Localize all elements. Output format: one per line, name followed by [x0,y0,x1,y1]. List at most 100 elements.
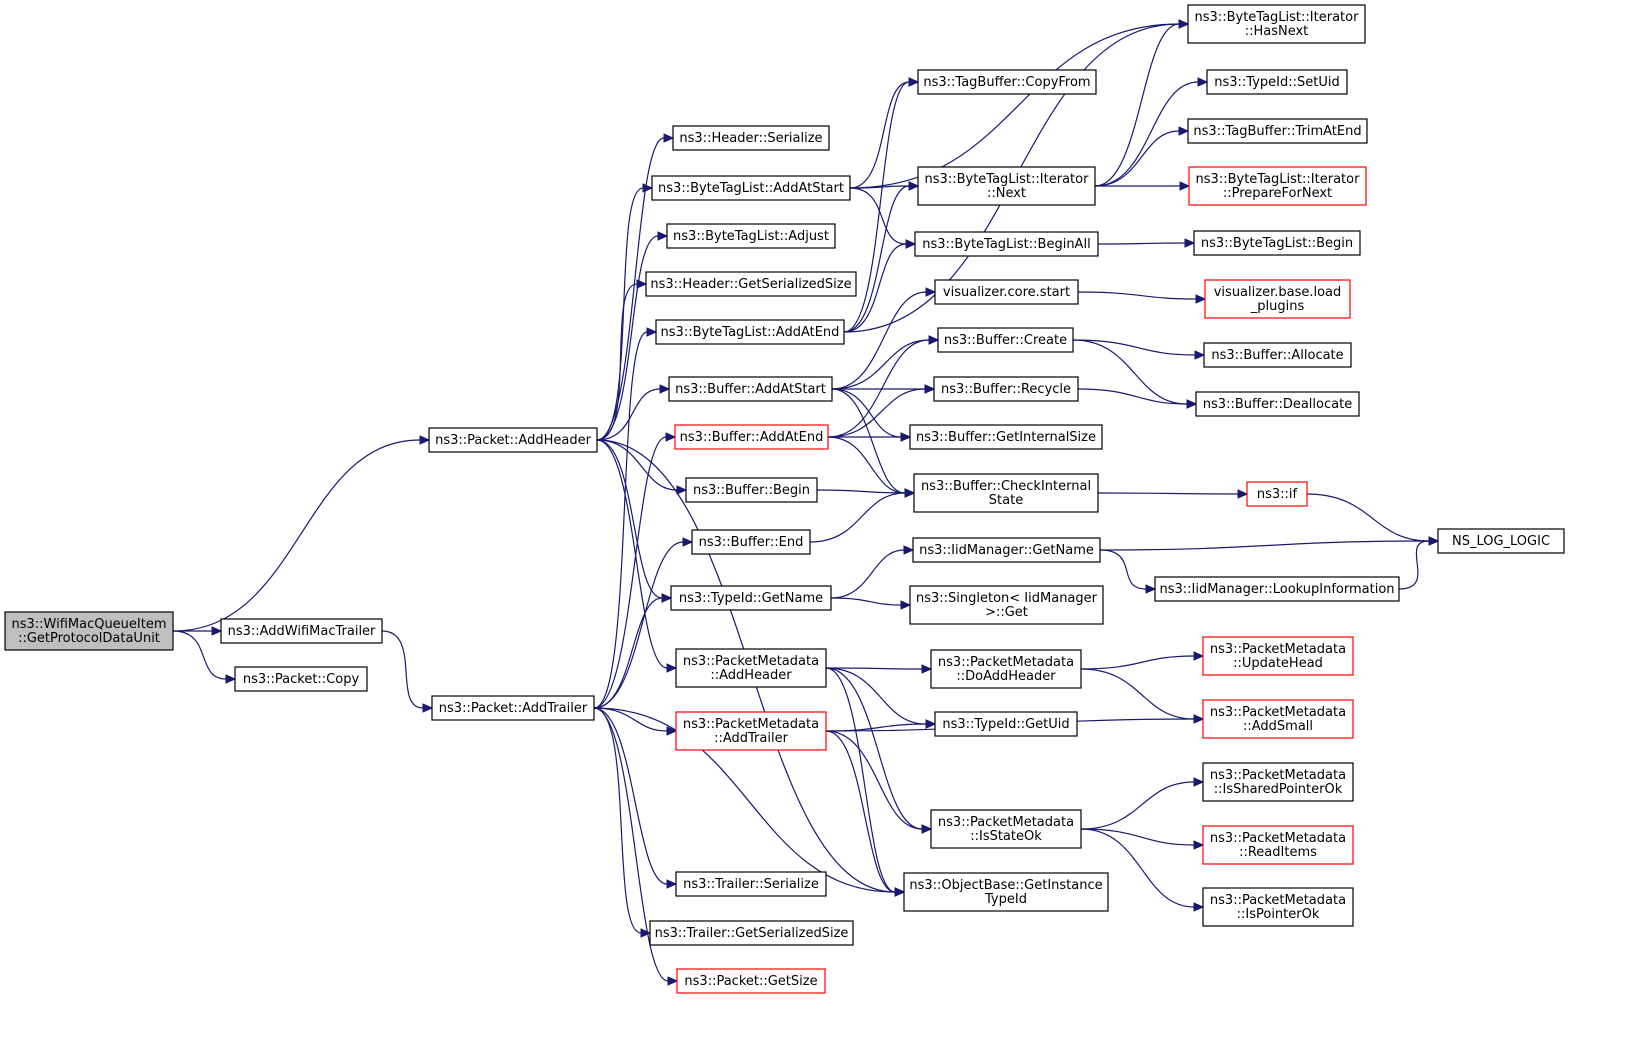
call-edge-pmaddheader-to-tidgetuid [825,667,937,729]
node-trser[interactable]: ns3::Trailer::Serialize [675,871,827,897]
node-box [1204,279,1351,319]
call-edge-paddtrailer-to-tidgetname [593,593,673,709]
arrowhead [657,231,669,241]
call-edge-paddheader-to-bufbegin [596,439,688,495]
node-btiprep[interactable]: ns3::ByteTagList::Iterator::PrepareForNe… [1188,166,1367,206]
node-label: ::UpdateHead [1233,656,1323,671]
node-tidgetuid[interactable]: ns3::TypeId::GetUid [934,711,1078,737]
node-bufend[interactable]: ns3::Buffer::End [691,529,811,555]
arrowhead [925,719,937,729]
node-pcopy[interactable]: ns3::Packet::Copy [234,666,368,692]
node-nslog[interactable]: NS_LOG_LOGIC [1437,528,1565,554]
node-pmaddheader[interactable]: ns3::PacketMetadata::AddHeader [675,648,827,688]
node-tidgetname[interactable]: ns3::TypeId::GetName [670,585,832,611]
call-edge-pmaddheader-to-pmdoadd [825,664,933,674]
call-edge-btaddend-to-btinext [843,181,920,333]
node-label: ns3::ByteTagList::Iterator [1195,10,1360,25]
node-box [1246,481,1308,507]
node-label: ns3::ByteTagList::Adjust [673,229,829,244]
node-box [917,166,1096,206]
node-tidsetuid[interactable]: ns3::TypeId::SetUid [1206,69,1348,95]
node-box [672,125,830,151]
arrowhead [419,435,431,445]
call-edge-root-to-pcopy [172,630,237,684]
call-edge-bufrecycle-to-bufdealloc [1077,388,1198,409]
node-box [234,666,368,692]
node-trgss[interactable]: ns3::Trailer::GetSerializedSize [649,920,854,946]
call-edge-pmaddheader-to-pmisstate [825,667,933,834]
node-iidgetname[interactable]: ns3::IidManager::GetName [912,537,1101,563]
node-box [675,648,827,688]
node-bufrecycle[interactable]: ns3::Buffer::Recycle [933,376,1079,402]
node-bufaddend[interactable]: ns3::Buffer::AddAtEnd [674,424,829,450]
node-box [1203,342,1352,368]
node-box [655,319,845,345]
node-box [1437,528,1565,554]
node-btinext[interactable]: ns3::ByteTagList::Iterator::Next [917,166,1096,206]
node-label: _plugins [1250,299,1305,314]
node-label: ::IsPointerOk [1237,907,1320,922]
node-label: ns3::PacketMetadata [1210,831,1346,846]
node-label: ns3::Header::GetSerializedSize [650,277,851,292]
node-pmread[interactable]: ns3::PacketMetadata::ReadItems [1202,825,1354,865]
node-btbegin[interactable]: ns3::ByteTagList::Begin [1193,230,1361,256]
arrowhead [642,183,654,193]
node-root[interactable]: ns3::WifiMacQueueItem::GetProtocolDataUn… [4,611,174,651]
node-pmdoadd[interactable]: ns3::PacketMetadata::DoAddHeader [930,649,1082,689]
node-ns3if[interactable]: ns3::if [1246,481,1308,507]
node-tbtrim[interactable]: ns3::TagBuffer::TrimAtEnd [1187,118,1368,144]
node-box [909,424,1103,450]
node-box [937,327,1074,353]
node-btadjust[interactable]: ns3::ByteTagList::Adjust [666,223,836,249]
node-hgss[interactable]: ns3::Header::GetSerializedSize [645,271,857,297]
node-visload[interactable]: visualizer.base.load_plugins [1204,279,1351,319]
node-label: ns3::TypeId::GetUid [942,717,1069,732]
node-bufalloc[interactable]: ns3::Buffer::Allocate [1203,342,1352,368]
node-label: ns3::if [1257,487,1298,502]
arrowhead [646,327,658,337]
node-label: ::IsStateOk [970,829,1042,844]
arrowhead [1184,238,1196,248]
node-box [1202,636,1354,676]
node-btbeginall[interactable]: ns3::ByteTagList::BeginAll [914,231,1099,257]
node-pmisstate[interactable]: ns3::PacketMetadata::IsStateOk [930,809,1082,849]
node-btaddstart[interactable]: ns3::ByteTagList::AddAtStart [651,175,851,201]
arrowhead [1186,399,1198,409]
node-label: TypeId [984,892,1027,907]
node-btihasnext[interactable]: ns3::ByteTagList::Iterator::HasNext [1187,4,1366,44]
node-bufdealloc[interactable]: ns3::Buffer::Deallocate [1195,391,1360,417]
arrowhead [900,600,912,610]
call-edge-btaddend-to-tbcopy [843,77,920,333]
arrowhead [676,485,688,495]
node-bufcreate[interactable]: ns3::Buffer::Create [937,327,1074,353]
node-bufgis[interactable]: ns3::Buffer::GetInternalSize [909,424,1103,450]
node-viscore[interactable]: visualizer.core.start [934,279,1079,305]
node-label: ns3::Buffer::Create [944,333,1067,348]
node-pgetsize[interactable]: ns3::Packet::GetSize [676,968,826,994]
node-label: ::DoAddHeader [956,669,1056,684]
node-bufaddstart[interactable]: ns3::Buffer::AddAtStart [668,376,833,402]
call-edge-btinext-to-tbtrim [1094,126,1190,187]
node-pmupdate[interactable]: ns3::PacketMetadata::UpdateHead [1202,636,1354,676]
node-btaddend[interactable]: ns3::ByteTagList::AddAtEnd [655,319,845,345]
node-pmaddtrailer[interactable]: ns3::PacketMetadata::AddTrailer [675,711,827,751]
node-addwifi[interactable]: ns3::AddWifiMacTrailer [220,618,383,644]
node-hser[interactable]: ns3::Header::Serialize [672,125,830,151]
node-label: ::PrepareForNext [1223,186,1332,201]
node-paddtrailer[interactable]: ns3::Packet::AddTrailer [431,695,595,721]
call-edge-btaddstart-to-btbeginall [849,187,917,249]
node-label: ns3::PacketMetadata [1210,768,1346,783]
node-pmisshared[interactable]: ns3::PacketMetadata::IsSharedPointerOk [1202,762,1354,802]
node-pmisptr[interactable]: ns3::PacketMetadata::IsPointerOk [1202,887,1354,927]
node-iidlookup[interactable]: ns3::IidManager::LookupInformation [1154,576,1400,602]
arrowhead [422,703,434,713]
node-bufbegin[interactable]: ns3::Buffer::Begin [685,477,818,503]
node-paddheader[interactable]: ns3::Packet::AddHeader [428,427,598,453]
call-edge-paddtrailer-to-trser [593,707,678,889]
node-singleton[interactable]: ns3::Singleton< IidManager>::Get [909,585,1104,625]
node-tbcopy[interactable]: ns3::TagBuffer::CopyFrom [917,69,1097,95]
node-pmaddsmall[interactable]: ns3::PacketMetadata::AddSmall [1202,699,1354,739]
node-label: ::ReadItems [1239,845,1317,860]
